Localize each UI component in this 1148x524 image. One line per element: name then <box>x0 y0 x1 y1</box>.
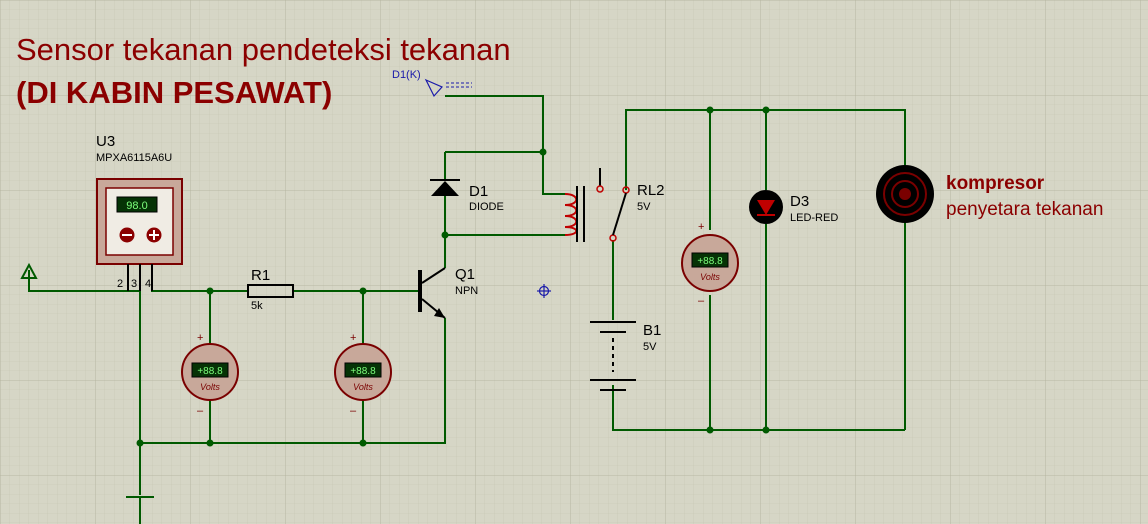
resistor-ref: R1 <box>251 267 270 284</box>
sensor-part: MPXA6115A6U <box>96 152 172 164</box>
led-ref: D3 <box>790 193 809 210</box>
voltmeter-1-plus: + <box>197 332 203 344</box>
diode-d1[interactable]: D1 DIODE <box>430 179 504 213</box>
sensor-pin-4: 4 <box>145 278 151 290</box>
led-d3[interactable]: D3 LED-RED <box>749 190 838 224</box>
voltmeter-2-reading: +88.8 <box>350 366 376 377</box>
voltmeter-2[interactable]: + +88.8 Volts – <box>334 332 392 417</box>
sensor-button-plus-icon[interactable] <box>146 227 162 243</box>
probe-label: D1(K) <box>392 69 421 81</box>
transistor-ref: Q1 <box>455 266 475 283</box>
sensor-pin-3: 3 <box>131 278 137 290</box>
voltmeter-2-display <box>344 362 382 378</box>
voltmeter-2-plus: + <box>350 332 356 344</box>
transistor-q1[interactable]: Q1 NPN <box>418 266 478 319</box>
sensor-button-minus-icon[interactable] <box>119 227 135 243</box>
voltmeter-1-minus: – <box>197 405 204 417</box>
voltmeter-1-reading: +88.8 <box>197 366 223 377</box>
sensor-pin-2: 2 <box>117 278 123 290</box>
voltmeter-3-reading: +88.8 <box>697 256 723 267</box>
crosshair-icon <box>537 284 551 298</box>
sensor-reading: 98.0 <box>126 200 147 212</box>
relay-rl2[interactable]: RL2 5V <box>564 168 665 242</box>
voltmeter-3-minus: – <box>698 295 705 307</box>
relay-value: 5V <box>637 201 651 213</box>
motor-desc: penyetara tekanan <box>946 199 1103 220</box>
voltmeter-2-unit: Volts <box>353 382 373 392</box>
voltmeter-1[interactable]: + +88.8 Volts – <box>181 332 239 417</box>
voltmeter-2-minus: – <box>350 405 357 417</box>
power-terminal-icon[interactable] <box>20 262 38 279</box>
sensor-ref: U3 <box>96 133 115 150</box>
voltmeter-1-display <box>191 362 229 378</box>
diode-ref: D1 <box>469 183 488 200</box>
motor-name: kompresor <box>946 173 1045 194</box>
voltmeter-3-unit: Volts <box>700 272 720 282</box>
relay-ref: RL2 <box>637 182 665 199</box>
resistor-value: 5k <box>251 300 263 312</box>
sensor-display <box>116 196 158 213</box>
led-type: LED-RED <box>790 212 838 224</box>
voltmeter-3[interactable]: + +88.8 Volts – <box>681 221 739 307</box>
title-line-2: (DI KABIN PESAWAT) <box>16 75 332 110</box>
transistor-type: NPN <box>455 285 478 297</box>
ground-icon[interactable] <box>126 496 154 524</box>
battery-value: 5V <box>643 341 657 353</box>
voltmeter-3-plus: + <box>698 221 704 233</box>
junction-dots <box>136 106 770 447</box>
title-line-1: Sensor tekanan pendeteksi tekanan <box>16 32 511 67</box>
resistor-r1[interactable]: R1 5k <box>247 267 294 312</box>
pressure-sensor-u3[interactable]: U3 MPXA6115A6U 98.0 2 3 4 <box>96 133 183 291</box>
battery-b1[interactable]: B1 5V <box>590 321 661 391</box>
voltmeter-1-unit: Volts <box>200 382 220 392</box>
diode-type: DIODE <box>469 201 504 213</box>
motor-kompresor[interactable]: kompresor penyetara tekanan <box>876 165 1103 223</box>
voltmeter-3-display <box>691 252 729 268</box>
voltage-probe[interactable]: D1(K) <box>392 69 472 98</box>
battery-ref: B1 <box>643 322 661 339</box>
